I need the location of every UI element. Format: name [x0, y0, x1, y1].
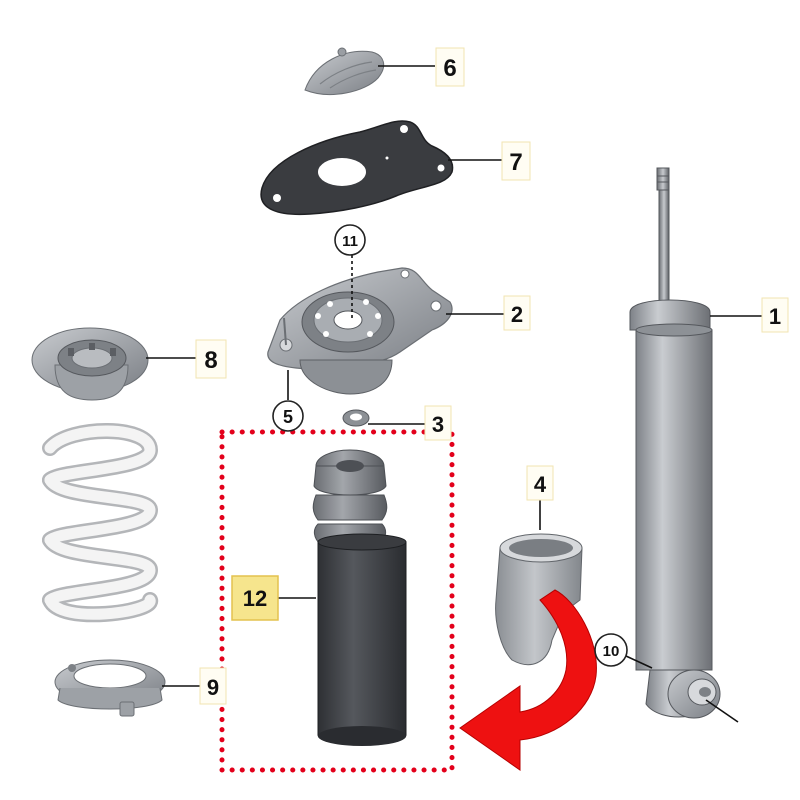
callout-4-label: 4 [534, 472, 547, 497]
part-7-gasket [260, 120, 454, 216]
callout-6: 6 [435, 47, 465, 87]
callout-2-label: 2 [511, 302, 523, 327]
part-4-protective-sleeve [495, 533, 583, 665]
callout-10-label: 10 [603, 643, 620, 660]
leader-lines [146, 65, 762, 723]
part-1-shock-absorber [629, 167, 721, 719]
callout-12-label: 12 [243, 586, 267, 611]
callout-12: 12 [231, 575, 279, 621]
callout-11-label: 11 [342, 233, 358, 250]
callout-1-label: 1 [769, 304, 781, 329]
coil-spring [42, 423, 159, 623]
callout-1: 1 [761, 297, 789, 333]
red-curved-arrow [459, 589, 597, 771]
callout-9: 9 [199, 667, 227, 705]
callout-4: 4 [526, 465, 554, 501]
part-8-spring-seat [31, 327, 149, 401]
part-2-strut-mount [267, 267, 453, 395]
callout-3-label: 3 [432, 412, 444, 437]
callout-3: 3 [424, 405, 452, 441]
callout-6-label: 6 [443, 55, 456, 82]
callout-10: 10 [594, 633, 628, 667]
callout-8-label: 8 [204, 347, 217, 374]
callout-7: 7 [501, 141, 531, 181]
part-12-dust-boot-bump-stop [312, 449, 407, 746]
callout-5-label: 5 [283, 407, 293, 427]
part-6-clip [304, 47, 385, 95]
callout-7-label: 7 [509, 149, 522, 176]
callout-5: 5 [272, 400, 304, 432]
callout-9-label: 9 [207, 675, 219, 700]
callout-11: 11 [334, 224, 366, 256]
callout-2: 2 [503, 295, 531, 331]
part-3-washer [342, 409, 370, 427]
part-9-lower-spring-pad [54, 659, 166, 717]
callout-8: 8 [195, 339, 227, 379]
